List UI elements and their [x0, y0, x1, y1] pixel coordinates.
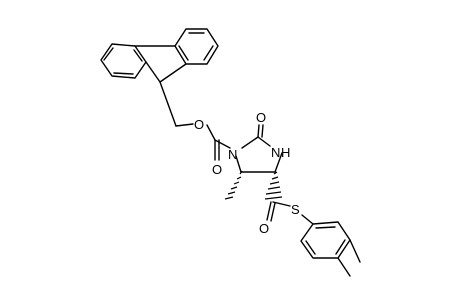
- ring-nitrogen-3-label: N: [271, 145, 280, 160]
- imidazolidinone-ring: [235, 124, 283, 173]
- fluorene-right-ring: [174, 28, 219, 65]
- thioester-carbonyl-oxygen-label: O: [259, 221, 269, 236]
- ester-ether-oxygen-label: O: [194, 117, 204, 132]
- fluorene-group: [100, 28, 219, 83]
- urea-carbonyl-oxygen-label: O: [256, 110, 266, 125]
- fluorene-left-ring: [100, 43, 147, 79]
- thioester-sulfur-label: S: [291, 202, 300, 217]
- c4-hashed-bond: [264, 171, 283, 200]
- methyl-hashed-bond: [224, 170, 243, 200]
- tolyl-ring: [300, 221, 361, 277]
- thioester-group: [266, 201, 314, 225]
- carbamate-carbonyl-oxygen-label: O: [212, 162, 222, 177]
- ring-nitrogen-1-label: N: [228, 147, 237, 162]
- fluorene-five-ring: [134, 45, 187, 83]
- ring-nh-hydrogen-label: H: [281, 145, 290, 160]
- fmoc-linker: [159, 81, 231, 161]
